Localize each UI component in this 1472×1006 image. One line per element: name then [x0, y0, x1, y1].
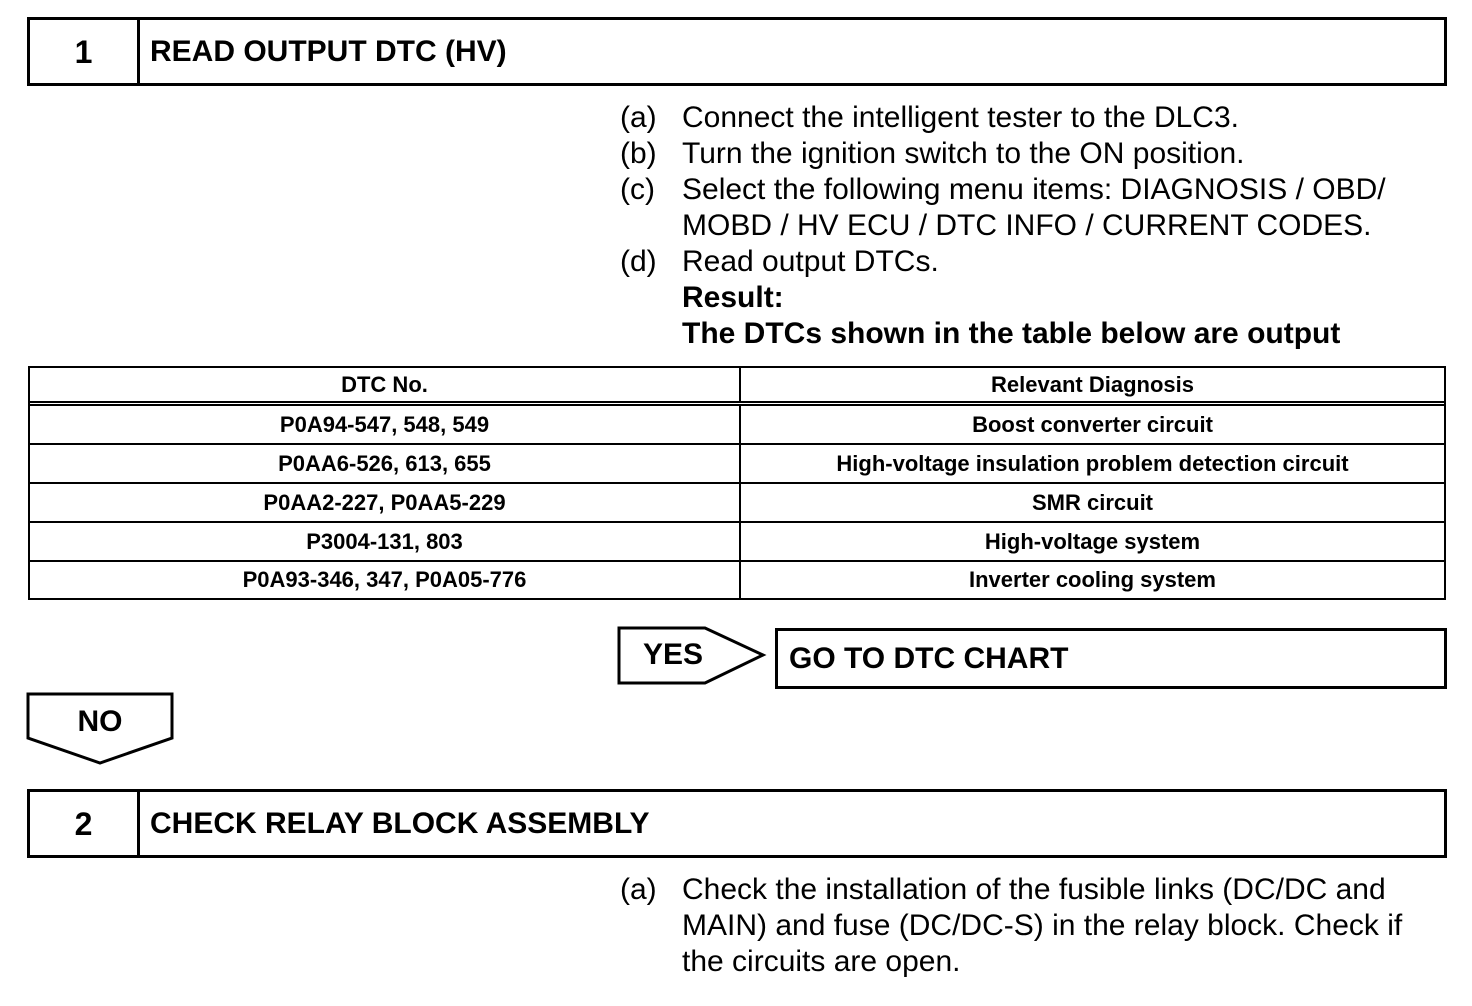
- step-2-header: 2 CHECK RELAY BLOCK ASSEMBLY: [27, 789, 1447, 858]
- instruction-line: Turn the ignition switch to the ON posit…: [682, 137, 1245, 170]
- instruction-label: (b): [620, 137, 657, 170]
- step-number: 1: [30, 20, 140, 83]
- yes-label: YES: [643, 638, 704, 671]
- table-header-cell: Relevant Diagnosis: [991, 371, 1194, 397]
- instruction-line: MAIN) and fuse (DC/DC-S) in the relay bl…: [682, 909, 1403, 942]
- step-2-instructions: (a) Check the installation of the fusibl…: [620, 872, 1402, 980]
- table-row: P0A93-346, 347, P0A05-776 Inverter cooli…: [30, 562, 1444, 598]
- step-title: READ OUTPUT DTC (HV): [150, 34, 507, 68]
- instruction-text: Check the installation of the fusible li…: [682, 872, 1402, 980]
- yes-arrow-shape: [617, 626, 767, 685]
- dtc-number-cell: P0A93-346, 347, P0A05-776: [30, 562, 741, 598]
- table-header-row: DTC No. Relevant Diagnosis: [30, 368, 1444, 406]
- instruction-label: (c): [620, 173, 655, 206]
- table-header-cell: DTC No.: [30, 368, 741, 401]
- dtc-number-cell: P0AA2-227, P0AA5-229: [30, 484, 741, 521]
- instruction-line: Check the installation of the fusible li…: [682, 873, 1386, 906]
- no-arrow-shape: [26, 692, 174, 765]
- dtc-table: DTC No. Relevant Diagnosis P0A94-547, 54…: [28, 366, 1446, 600]
- result-block: Result: The DTCs shown in the table belo…: [620, 280, 1386, 352]
- instruction-line: Connect the intelligent tester to the DL…: [682, 101, 1239, 134]
- step-number: 2: [30, 792, 140, 855]
- diagnosis-cell: SMR circuit: [1031, 489, 1154, 515]
- instruction-item: (a) Connect the intelligent tester to th…: [620, 100, 1386, 136]
- step-title: CHECK RELAY BLOCK ASSEMBLY: [150, 806, 650, 840]
- dtc-number-cell: P0AA6-526, 613, 655: [30, 445, 741, 482]
- instruction-label: (a): [620, 101, 657, 134]
- result-label: Result:: [682, 281, 784, 314]
- instruction-label: (d): [620, 245, 657, 278]
- table-row: P0AA6-526, 613, 655 High-voltage insulat…: [30, 445, 1444, 484]
- instruction-item: (a) Check the installation of the fusibl…: [620, 872, 1402, 980]
- step-1-instructions: (a) Connect the intelligent tester to th…: [620, 100, 1386, 352]
- dtc-number-cell: P3004-131, 803: [30, 523, 741, 560]
- instruction-line: Read output DTCs.: [682, 245, 939, 278]
- instruction-item: (c) Select the following menu items: DIA…: [620, 172, 1386, 244]
- table-row: P3004-131, 803 High-voltage system: [30, 523, 1444, 562]
- step-1-header: 1 READ OUTPUT DTC (HV): [27, 17, 1447, 86]
- instruction-item: (b) Turn the ignition switch to the ON p…: [620, 136, 1386, 172]
- table-row: P0A94-547, 548, 549 Boost converter circ…: [30, 406, 1444, 445]
- diagnosis-cell: Inverter cooling system: [969, 567, 1216, 592]
- dtc-number-cell: P0A94-547, 548, 549: [30, 406, 741, 443]
- instruction-line: MOBD / HV ECU / DTC INFO / CURRENT CODES…: [682, 209, 1372, 242]
- no-arrow-outline: [26, 692, 174, 765]
- instruction-line: Select the following menu items: DIAGNOS…: [682, 173, 1386, 206]
- instruction-text: Select the following menu items: DIAGNOS…: [682, 172, 1386, 244]
- diagnosis-cell: High-voltage insulation problem detectio…: [836, 450, 1349, 476]
- diagnosis-cell: Boost converter circuit: [972, 411, 1213, 437]
- result-text: The DTCs shown in the table below are ou…: [682, 317, 1341, 350]
- instruction-line: the circuits are open.: [682, 945, 961, 978]
- instruction-text: Turn the ignition switch to the ON posit…: [682, 136, 1245, 172]
- table-row: P0AA2-227, P0AA5-229 SMR circuit: [30, 484, 1444, 523]
- instruction-label: (a): [620, 873, 657, 906]
- instruction-text: Connect the intelligent tester to the DL…: [682, 100, 1239, 136]
- instruction-item: (d) Read output DTCs.: [620, 244, 1386, 280]
- diagnosis-cell: High-voltage system: [984, 528, 1201, 554]
- instruction-text: Read output DTCs.: [682, 244, 939, 280]
- no-label: NO: [77, 705, 123, 738]
- go-to-dtc-chart-box: GO TO DTC CHART: [775, 628, 1447, 689]
- yes-arrow-outline: [617, 626, 767, 685]
